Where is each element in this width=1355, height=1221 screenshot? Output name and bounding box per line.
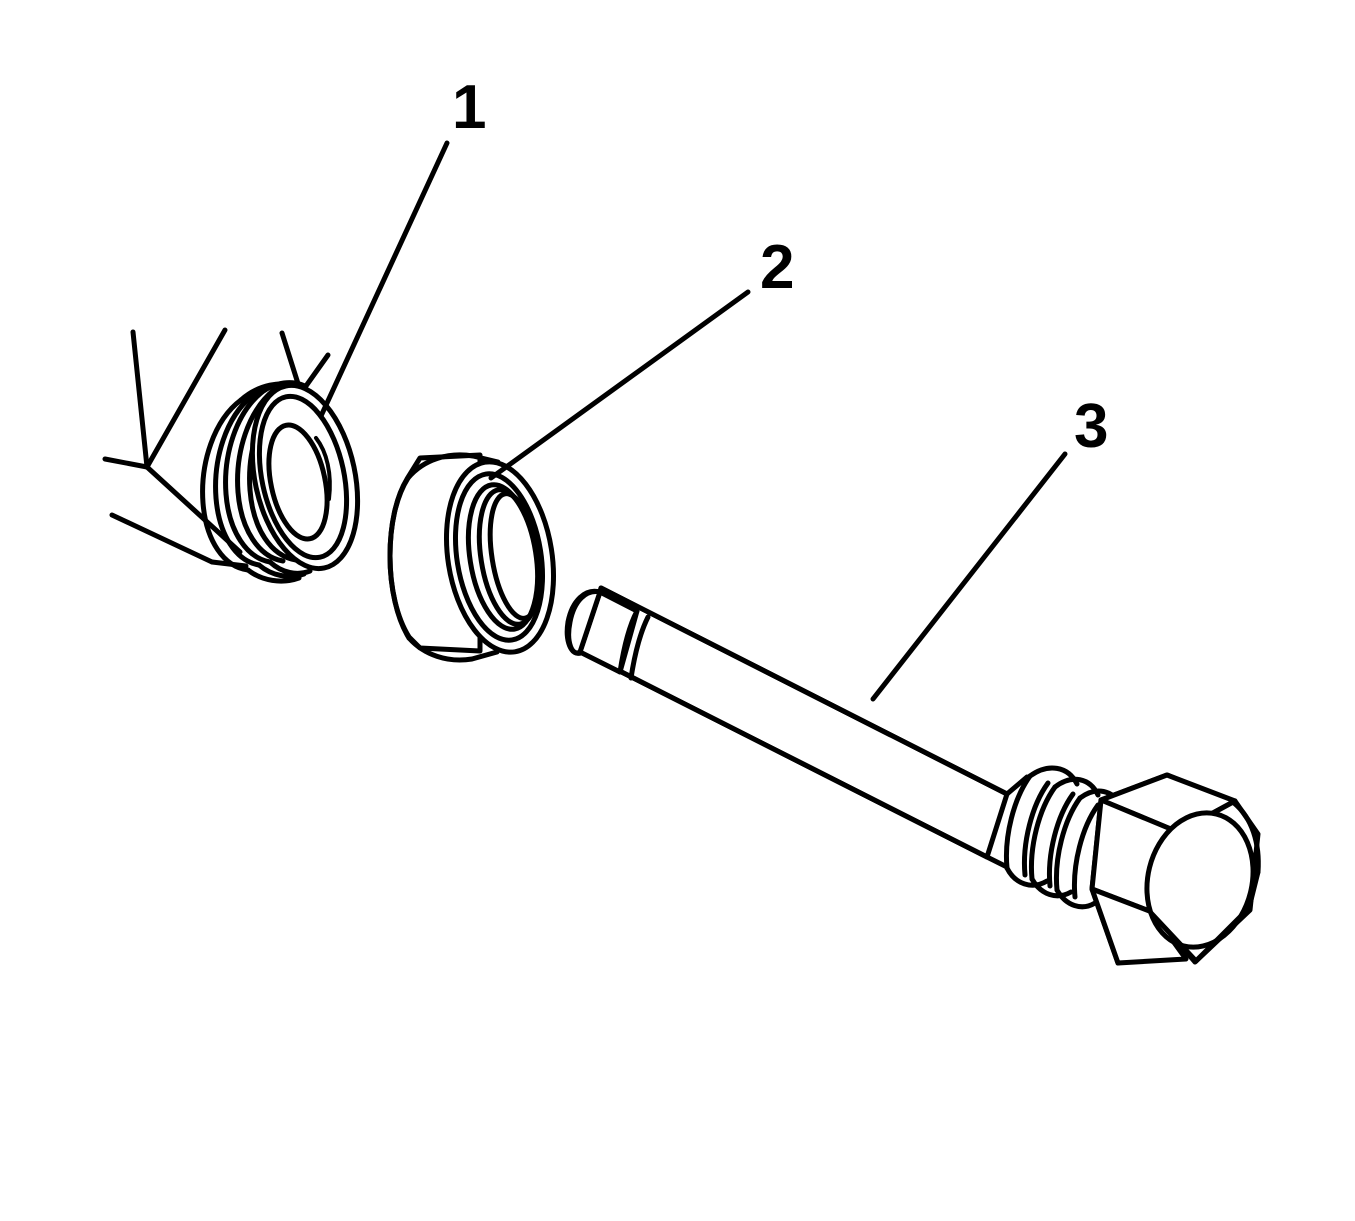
callout-number-3: 3	[1074, 392, 1108, 461]
fitting-front-face-chamfer	[256, 393, 350, 561]
sleeve-front-face-rim	[452, 471, 546, 643]
leader-lines	[318, 140, 1068, 702]
bolt-shank-top-edge	[598, 585, 1010, 797]
hose-line-lower	[109, 512, 215, 565]
bolt-shoulder-top	[1004, 774, 1030, 797]
hex-head-front-bottom-edge	[1193, 905, 1252, 964]
bolt-thread-rib-1-front	[1021, 780, 1051, 878]
bolt-thread-rib-1-back	[1003, 773, 1033, 871]
bolt-tip-groove-1	[617, 608, 640, 675]
fitting-bottom-arc-3	[267, 559, 313, 576]
leader-line-1	[318, 140, 450, 419]
leader-line-3	[870, 451, 1068, 702]
bolt-thread-rib-3-front	[1071, 802, 1101, 900]
fitting-rib-back-outer	[200, 397, 251, 573]
hex-head-front-corner-edge	[1231, 800, 1261, 875]
hose-line-vertical	[130, 329, 150, 470]
bolt-shoulder-bottom	[984, 854, 1008, 869]
leader-line-2	[488, 289, 751, 481]
part-2-threaded-sleeve-nut	[387, 452, 557, 663]
hex-head-lower-left-facet	[1089, 886, 1189, 966]
fitting-bottom-arc-back	[245, 567, 302, 584]
bolt-tip-cap-arc	[564, 588, 603, 656]
bolt-thread-bottom-arc-1	[1004, 865, 1050, 888]
hex-head-front-right-edge	[1246, 869, 1261, 911]
fitting-rib-3-outer	[223, 389, 273, 565]
fitting-rib-3-inner	[235, 387, 286, 564]
callout-number-2: 2	[760, 233, 794, 302]
part-1-ribbed-hose-fitting	[102, 327, 361, 584]
bolt-thread-rib-2-front	[1046, 791, 1076, 889]
part-3-hex-head-bolt	[564, 585, 1261, 966]
bolt-thread-bottom-arc-3	[1054, 887, 1098, 910]
bolt-thread-rib-2-back	[1028, 784, 1058, 882]
sleeve-top-edge	[405, 452, 501, 481]
bolt-shank-bottom-edge	[577, 648, 990, 860]
hex-head-front-bottom-left-edge	[1148, 910, 1199, 964]
bolt-tip-groove-2	[628, 614, 651, 681]
sleeve-back-silhouette	[387, 475, 412, 641]
hose-line-diagonal-upper	[144, 327, 228, 470]
sleeve-thread-ring-3	[487, 491, 543, 621]
fitting-bore-highlight	[314, 436, 332, 501]
bolt-thread-bottom-arc-2	[1029, 876, 1074, 899]
bolt-thread-rib-3-back	[1053, 795, 1083, 893]
hose-line-left-short	[102, 456, 150, 470]
fitting-bore	[266, 422, 330, 542]
sleeve-bottom-edge	[406, 635, 500, 663]
fitting-rib-back-inner	[213, 393, 262, 568]
callout-numbers: 1 2 3	[452, 73, 1108, 461]
callout-number-1: 1	[452, 73, 486, 142]
